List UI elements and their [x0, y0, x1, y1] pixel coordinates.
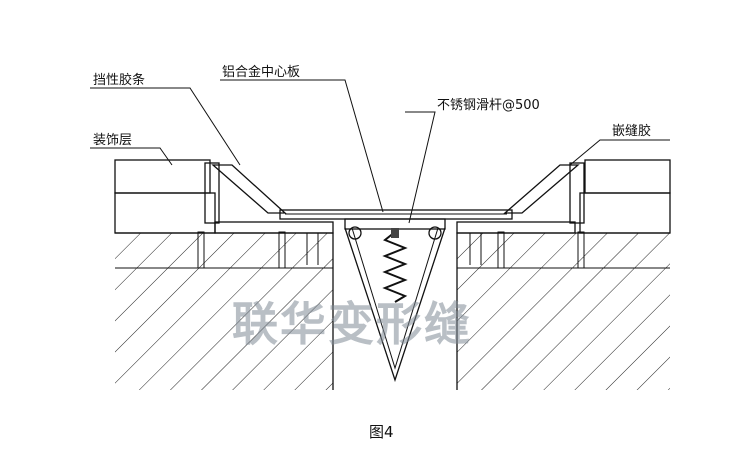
leader-lines	[90, 79, 670, 224]
label-slide-rod: 不锈钢滑杆@500	[437, 98, 540, 113]
figure-caption: 图4	[369, 423, 394, 441]
label-finish-layer: 装饰层	[93, 133, 132, 148]
watermark: 联华变形缝	[232, 297, 472, 351]
joint-assembly	[204, 162, 585, 383]
label-stop-strip: 挡性胶条	[93, 72, 145, 88]
label-sealant: 嵌缝胶	[612, 123, 651, 139]
left-slab	[114, 159, 334, 390]
right-slab	[456, 159, 671, 390]
label-center-plate: 铝合金中心板	[222, 64, 300, 80]
